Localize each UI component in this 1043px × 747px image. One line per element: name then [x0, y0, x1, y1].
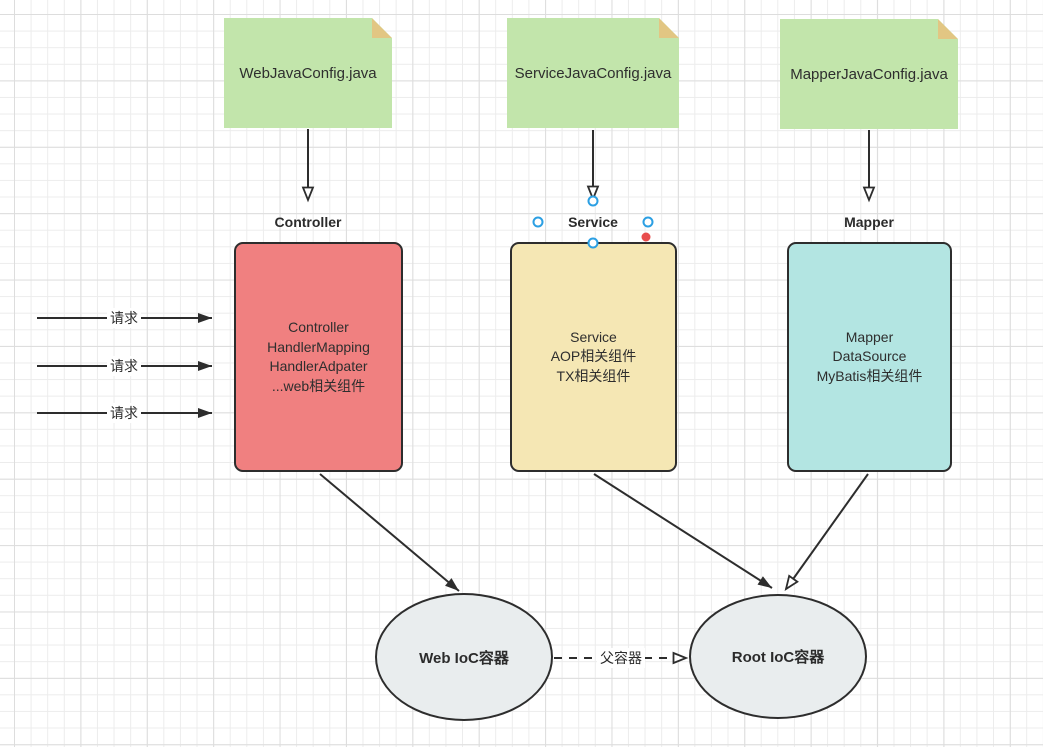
box-controller[interactable]: Controller HandlerMapping HandlerAdpater… [234, 242, 403, 472]
note-label: MapperJavaConfig.java [790, 65, 948, 83]
box-service[interactable]: Service AOP相关组件 TX相关组件 [510, 242, 677, 472]
container-root-ioc[interactable]: Root IoC容器 [689, 594, 867, 719]
box-line: Mapper [845, 328, 894, 345]
container-label: Web IoC容器 [419, 649, 509, 667]
layer-label-controller[interactable]: Controller [274, 214, 342, 230]
box-line: MyBatis相关组件 [816, 367, 923, 384]
selection-handle-left[interactable] [532, 216, 544, 228]
box-line: DataSource [832, 348, 907, 365]
selection-handle-bottom[interactable] [587, 237, 599, 249]
edge-service-to-rootioc[interactable] [593, 473, 773, 589]
selection-handle-right[interactable] [642, 216, 654, 228]
parent-edge-label[interactable]: 父容器 [597, 648, 645, 668]
selection-handle-top[interactable] [587, 195, 599, 207]
note-label: ServiceJavaConfig.java [514, 64, 672, 82]
note-service-java-config[interactable]: ServiceJavaConfig.java [507, 18, 679, 128]
box-line: TX相关组件 [556, 367, 631, 384]
container-label: Root IoC容器 [731, 649, 825, 666]
box-line: Service [570, 328, 617, 345]
box-line: HandlerAdpater [269, 358, 368, 374]
layer-label-mapper[interactable]: Mapper [844, 214, 894, 230]
box-line: AOP相关组件 [550, 348, 637, 365]
request-label-3[interactable]: 请求 [107, 403, 141, 423]
note-web-java-config[interactable]: WebJavaConfig.java [224, 18, 392, 128]
container-web-ioc[interactable]: Web IoC容器 [375, 593, 553, 721]
note-label: WebJavaConfig.java [239, 64, 377, 82]
box-line: ...web相关组件 [271, 377, 366, 394]
layer-label-service[interactable]: Service [568, 214, 618, 230]
box-mapper[interactable]: Mapper DataSource MyBatis相关组件 [787, 242, 952, 472]
endpoint-marker-red[interactable] [641, 232, 651, 242]
box-line: Controller [288, 319, 349, 335]
box-line: HandlerMapping [267, 338, 370, 355]
edge-mapper-to-rootioc[interactable] [784, 473, 869, 591]
request-label-1[interactable]: 请求 [107, 308, 141, 328]
note-mapper-java-config[interactable]: MapperJavaConfig.java [780, 19, 958, 129]
request-label-2[interactable]: 请求 [107, 356, 141, 376]
edge-controller-to-webioc[interactable] [319, 473, 460, 592]
